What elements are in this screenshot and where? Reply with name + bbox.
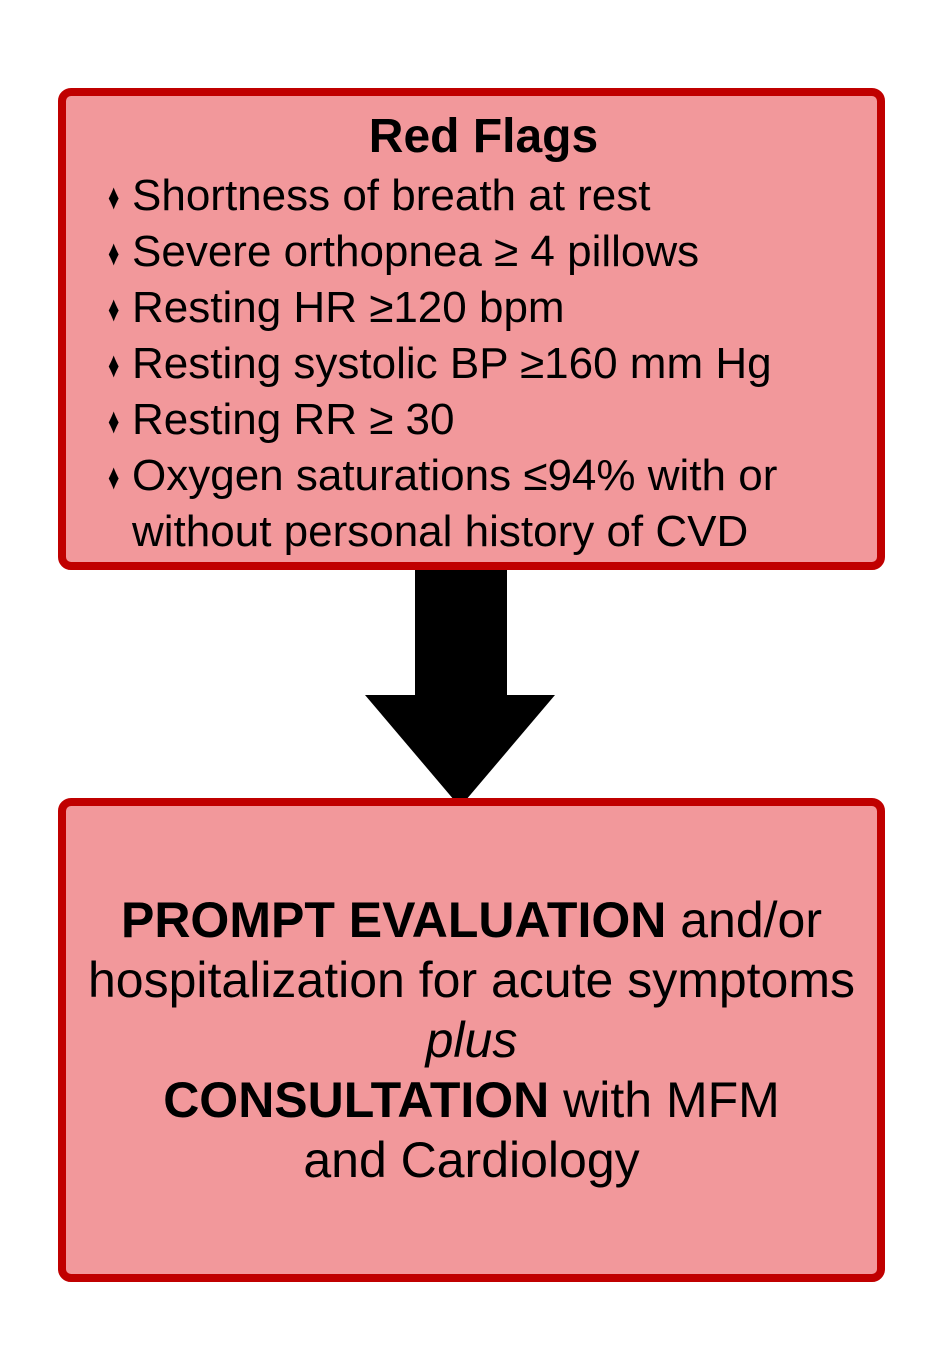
diamond-bullet-icon: ♦	[108, 176, 120, 217]
diamond-bullet-icon: ♦	[108, 344, 120, 385]
action-line-4-rest: with MFM	[549, 1072, 780, 1128]
action-line-3: plus	[425, 1012, 518, 1068]
list-item: ♦ Resting RR ≥ 30	[108, 392, 859, 448]
red-flag-text: Resting systolic BP ≥160 mm Hg	[132, 339, 772, 388]
list-item: ♦ Resting systolic BP ≥160 mm Hg	[108, 336, 859, 392]
list-item: ♦ Shortness of breath at rest	[108, 168, 859, 224]
action-box: PROMPT EVALUATION and/or hospitalization…	[58, 798, 885, 1282]
red-flag-text: Resting HR ≥120 bpm	[132, 283, 565, 332]
list-item: ♦ Severe orthopnea ≥ 4 pillows	[108, 224, 859, 280]
action-line-1-rest: and/or	[666, 892, 823, 948]
red-flags-title: Red Flags	[368, 110, 599, 163]
red-flags-list: ♦ Shortness of breath at rest ♦ Severe ort…	[108, 168, 859, 559]
list-item: ♦ Resting HR ≥120 bpm	[108, 280, 859, 336]
action-line-2: hospitalization for acute symptoms	[87, 952, 856, 1008]
diamond-bullet-icon: ♦	[108, 288, 120, 329]
diamond-bullet-icon: ♦	[108, 456, 120, 497]
action-line-1: PROMPT EVALUATION and/or	[121, 890, 822, 950]
red-flags-box: Red Flags ♦ Shortness of breath at rest ♦…	[58, 88, 885, 570]
action-line-4: CONSULTATION with MFM	[163, 1070, 780, 1130]
diamond-bullet-icon: ♦	[108, 400, 120, 441]
list-item: ♦ Oxygen saturations ≤94% with or without…	[108, 448, 859, 559]
down-arrow-icon	[365, 570, 555, 807]
action-line-5: and Cardiology	[303, 1132, 640, 1188]
red-flag-text: Severe orthopnea ≥ 4 pillows	[132, 227, 700, 276]
action-line-1-bold: PROMPT EVALUATION	[120, 892, 667, 948]
action-line-4-bold: CONSULTATION	[163, 1072, 550, 1128]
red-flag-text: Resting RR ≥ 30	[132, 395, 455, 444]
red-flag-text: Shortness of breath at rest	[132, 171, 651, 220]
red-flag-text: Oxygen saturations ≤94% with or without …	[132, 451, 778, 556]
diamond-bullet-icon: ♦	[108, 232, 120, 273]
